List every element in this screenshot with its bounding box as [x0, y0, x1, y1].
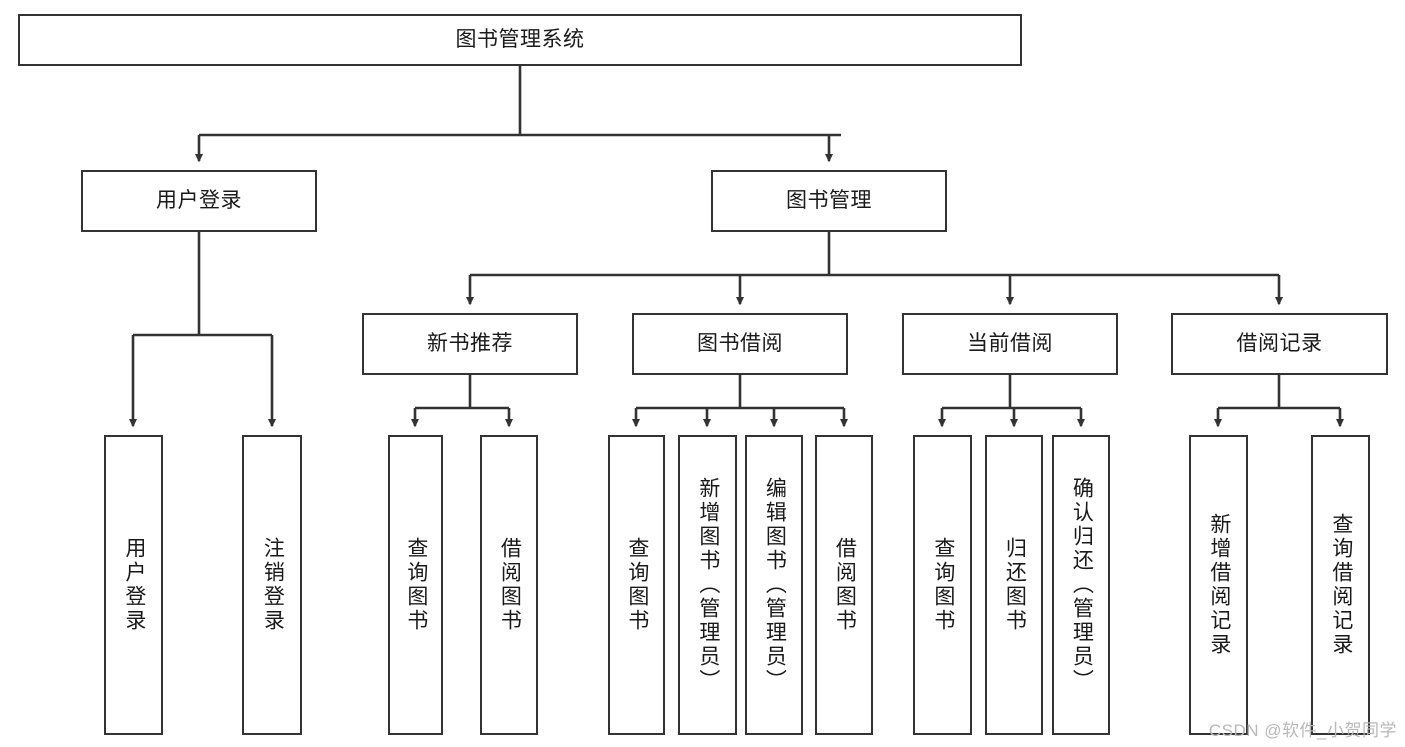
leaf-newbook-borrow[interactable]: 借阅图书 — [480, 435, 538, 735]
leaf-newbook-query[interactable]: 查询图书 — [388, 435, 443, 735]
node-user-login-label: 用户登录 — [156, 188, 242, 212]
node-book-management[interactable]: 图书管理 — [711, 170, 947, 232]
leaf-record-query-label: 查询借阅记录 — [1329, 513, 1353, 657]
leaf-borrow-query-label: 查询图书 — [625, 537, 649, 633]
node-new-book-recommend-label: 新书推荐 — [427, 331, 513, 355]
leaf-current-query-label: 查询图书 — [931, 537, 955, 633]
leaf-current-return[interactable]: 归还图书 — [985, 435, 1043, 735]
node-borrow-records[interactable]: 借阅记录 — [1171, 313, 1388, 375]
node-book-management-label: 图书管理 — [786, 188, 872, 212]
leaf-borrow-edit-admin[interactable]: 编辑图书（管理员） — [745, 435, 803, 735]
leaf-borrow-lend-label: 借阅图书 — [833, 537, 857, 633]
leaf-newbook-borrow-label: 借阅图书 — [498, 537, 522, 633]
leaf-current-confirm-admin[interactable]: 确认归还（管理员） — [1052, 435, 1110, 735]
node-borrow-records-label: 借阅记录 — [1236, 331, 1323, 355]
node-book-borrow-label: 图书借阅 — [697, 331, 783, 355]
leaf-record-query[interactable]: 查询借阅记录 — [1311, 435, 1370, 735]
node-current-borrow-label: 当前借阅 — [967, 331, 1053, 355]
leaf-record-add[interactable]: 新增借阅记录 — [1189, 435, 1248, 735]
csdn-watermark: CSDN @软件_小贺同学 — [1208, 721, 1397, 740]
leaf-borrow-add-admin[interactable]: 新增图书（管理员） — [678, 435, 737, 735]
leaf-borrow-lend[interactable]: 借阅图书 — [815, 435, 873, 735]
leaf-newbook-query-label: 查询图书 — [404, 537, 428, 633]
leaf-borrow-add-admin-label: 新增图书（管理员） — [696, 477, 720, 693]
node-current-borrow[interactable]: 当前借阅 — [902, 313, 1118, 375]
node-root[interactable]: 图书管理系统 — [18, 14, 1022, 66]
leaf-current-query[interactable]: 查询图书 — [913, 435, 972, 735]
leaf-current-confirm-admin-label: 确认归还（管理员） — [1070, 477, 1094, 693]
leaf-record-add-label: 新增借阅记录 — [1207, 513, 1231, 657]
leaf-user-logout[interactable]: 注销登录 — [242, 435, 302, 735]
node-new-book-recommend[interactable]: 新书推荐 — [362, 313, 578, 375]
leaf-borrow-query[interactable]: 查询图书 — [608, 435, 665, 735]
leaf-borrow-edit-admin-label: 编辑图书（管理员） — [763, 477, 787, 693]
leaf-current-return-label: 归还图书 — [1003, 537, 1027, 633]
node-book-borrow[interactable]: 图书借阅 — [632, 313, 848, 375]
leaf-user-login[interactable]: 用户登录 — [104, 435, 163, 735]
node-user-login[interactable]: 用户登录 — [81, 170, 317, 232]
leaf-user-logout-label: 注销登录 — [261, 537, 285, 633]
leaf-user-login-label: 用户登录 — [122, 537, 146, 633]
node-root-label: 图书管理系统 — [455, 27, 585, 51]
